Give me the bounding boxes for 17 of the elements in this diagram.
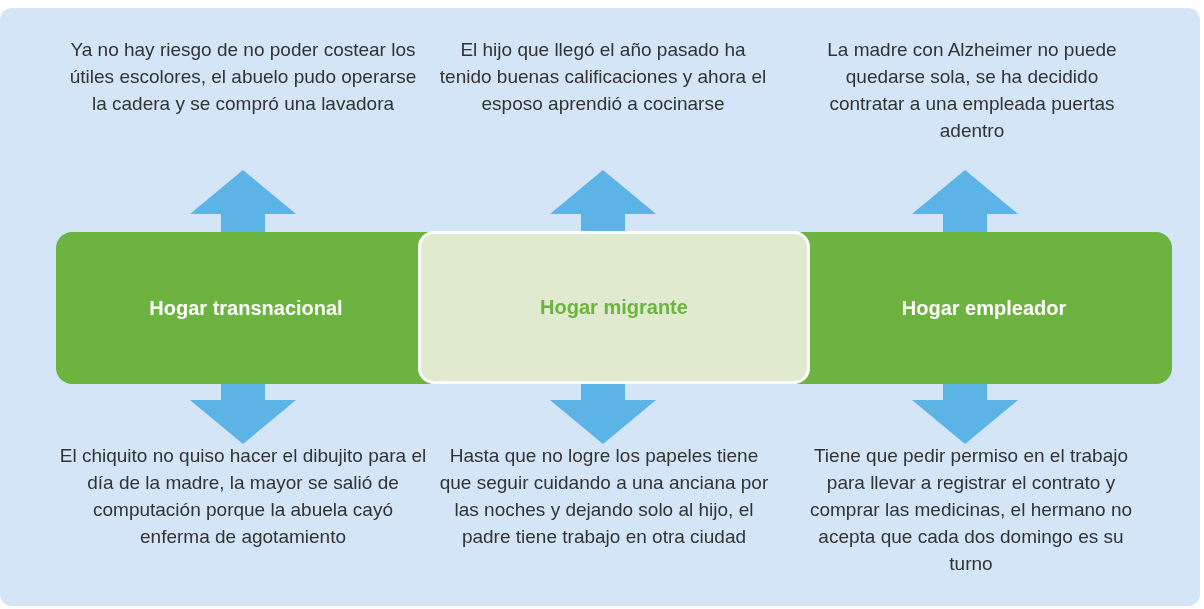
block-arrow <box>912 170 1018 232</box>
block-arrow <box>550 384 656 444</box>
block-arrow <box>550 170 656 231</box>
block-arrow <box>912 384 1018 444</box>
description-text: El hijo que llegó el año pasado ha tenido buenas calificaciones y ahora el esposo aprendió a cocinarse <box>438 38 768 116</box>
box-title: Hogar empleador <box>901 296 1067 320</box>
description-text: El chiquito no quiso hacer el dibujito para el día de la madre, la mayor se salió de computación porque la abuela cayó enferma de agotamiento <box>58 444 428 549</box>
block-arrow <box>190 384 296 444</box>
highlight-box <box>418 231 810 384</box>
description-text: Tiene que pedir permiso en el trabajo para llevar a registrar el contrato y comprar las medicinas, el hermano no acepta que cada dos domingo es su turno <box>808 444 1134 576</box>
description-text: Hasta que no logre los papeles tiene que seguir cuidando a una anciana por las noches y dejando solo al hijo, el padre tiene trabajo en otra ciudad <box>438 444 770 549</box>
band-segment <box>796 232 1172 384</box>
box-title: Hogar transnacional <box>149 296 343 320</box>
description-text: Ya no hay riesgo de no poder costear los útiles escolores, el abuelo pudo operarse la cadera y se compró una lavadora <box>68 38 418 116</box>
box-title: Hogar migrante <box>540 296 688 319</box>
description-text: La madre con Alzheimer no puede quedarse sola, se ha decidido contratar a una empleada puertas adentro <box>826 38 1118 143</box>
block-arrow <box>190 170 296 232</box>
